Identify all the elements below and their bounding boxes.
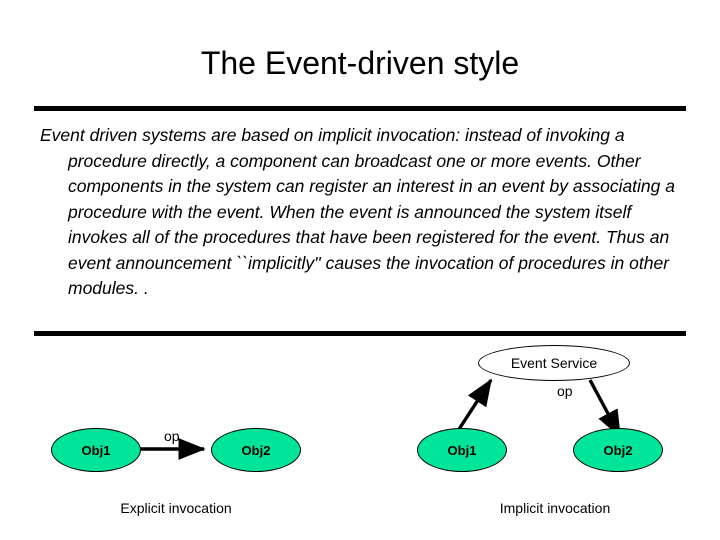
event-service-ellipse: Event Service bbox=[478, 345, 630, 381]
left-obj1-ellipse: Obj1 bbox=[51, 428, 141, 472]
op-label-right: op bbox=[557, 383, 573, 399]
left-obj2-label: Obj2 bbox=[241, 442, 271, 458]
left-caption: Explicit invocation bbox=[120, 500, 232, 516]
right-obj1-label: Obj1 bbox=[447, 442, 477, 458]
left-obj1-label: Obj1 bbox=[81, 442, 111, 458]
op-label-left: op bbox=[164, 428, 180, 444]
right-caption: Implicit invocation bbox=[499, 500, 611, 516]
diagram: Event Service op op Obj1 Obj2 Obj1 Obj2 … bbox=[0, 336, 720, 540]
right-obj2-label: Obj2 bbox=[603, 442, 633, 458]
page-title: The Event-driven style bbox=[200, 45, 520, 81]
body-paragraph: Event driven systems are based on implic… bbox=[40, 125, 675, 298]
event-service-label: Event Service bbox=[510, 355, 598, 371]
right-obj1-ellipse: Obj1 bbox=[417, 428, 507, 472]
left-obj2-ellipse: Obj2 bbox=[211, 428, 301, 472]
body-text: Event driven systems are based on implic… bbox=[40, 123, 686, 302]
divider-top bbox=[34, 106, 686, 111]
right-obj2-ellipse: Obj2 bbox=[573, 428, 663, 472]
divider-bottom bbox=[34, 331, 686, 336]
